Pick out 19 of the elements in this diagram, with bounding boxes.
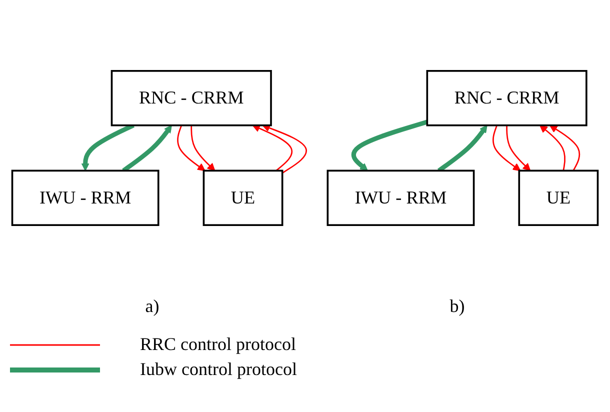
panel-label: a) [145,296,160,317]
panel-label: b) [450,296,465,317]
arrow [351,120,428,172]
arrow [492,125,521,172]
node-box [11,170,160,226]
arrow [190,125,216,172]
legend-text: RRC control protocol [140,334,296,355]
arrow [506,125,531,172]
legend-text: Iubw control protocol [140,359,297,380]
arrow [177,125,206,172]
node-box [326,170,475,226]
arrow [549,124,580,171]
node-box [518,170,599,226]
node-box [202,170,284,226]
arrow [252,124,293,172]
node-box [110,70,272,126]
node-box [426,70,588,126]
arrow [540,124,566,171]
arrow [262,124,307,174]
